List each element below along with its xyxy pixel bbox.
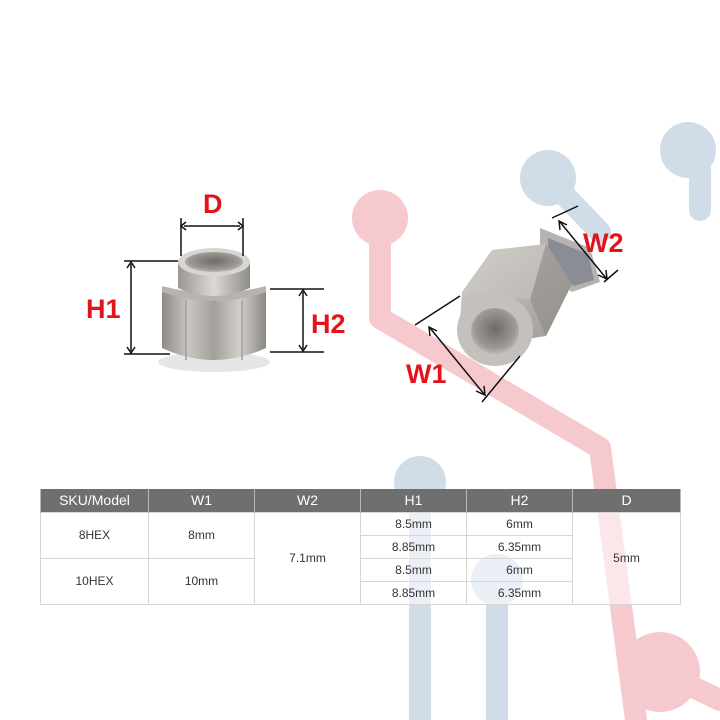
header-h2: H2 [466,489,573,512]
cell-d: 5mm [572,511,681,605]
pink-node [352,190,408,246]
cell-h2: 6mm [466,557,573,582]
table-header-row: SKU/Model W1 W2 H1 H2 D [40,489,681,512]
cell-sku: 10HEX [40,557,149,605]
spec-table: SKU/Model W1 W2 H1 H2 D 8HEX 8mm 7.1mm 8… [40,489,681,605]
cell-h2: 6mm [466,511,573,536]
blue-node [660,122,716,178]
dimension-label-w1: W1 [406,359,447,389]
blue-node [520,150,576,206]
dimension-label-w2: W2 [583,228,624,258]
header-sku-model: SKU/Model [40,489,149,512]
header-w1: W1 [148,489,255,512]
header-d: D [572,489,681,512]
cell-h1: 8.5mm [360,511,467,536]
table-row: 8.85mm 6.35mm [41,580,681,605]
cell-w1: 10mm [148,557,255,605]
header-w2: W2 [254,489,361,512]
product-illustration [124,205,619,403]
dimension-label-d: D [203,189,223,219]
cell-h1: 8.5mm [360,557,467,582]
cell-h1: 8.85mm [360,534,467,559]
hex-nut-side-view [158,248,270,372]
hex-nut-angled-view [457,228,600,366]
cell-w1: 8mm [148,511,255,559]
table-row: 10HEX 10mm 8.5mm 6mm [40,557,681,605]
cell-h2: 6.35mm [466,580,573,605]
cell-w2: 7.1mm [254,511,361,605]
dimension-lines [124,205,619,403]
header-h1: H1 [360,489,467,512]
cell-sku: 8HEX [40,511,149,559]
cell-h1: 8.85mm [360,580,467,605]
table-row: 8HEX 8mm 7.1mm 8.5mm 6mm 5mm [40,511,681,605]
pink-node [620,632,700,712]
dimension-label-h2: H2 [311,309,346,339]
cell-h2: 6.35mm [466,534,573,559]
dimension-label-h1: H1 [86,294,121,324]
